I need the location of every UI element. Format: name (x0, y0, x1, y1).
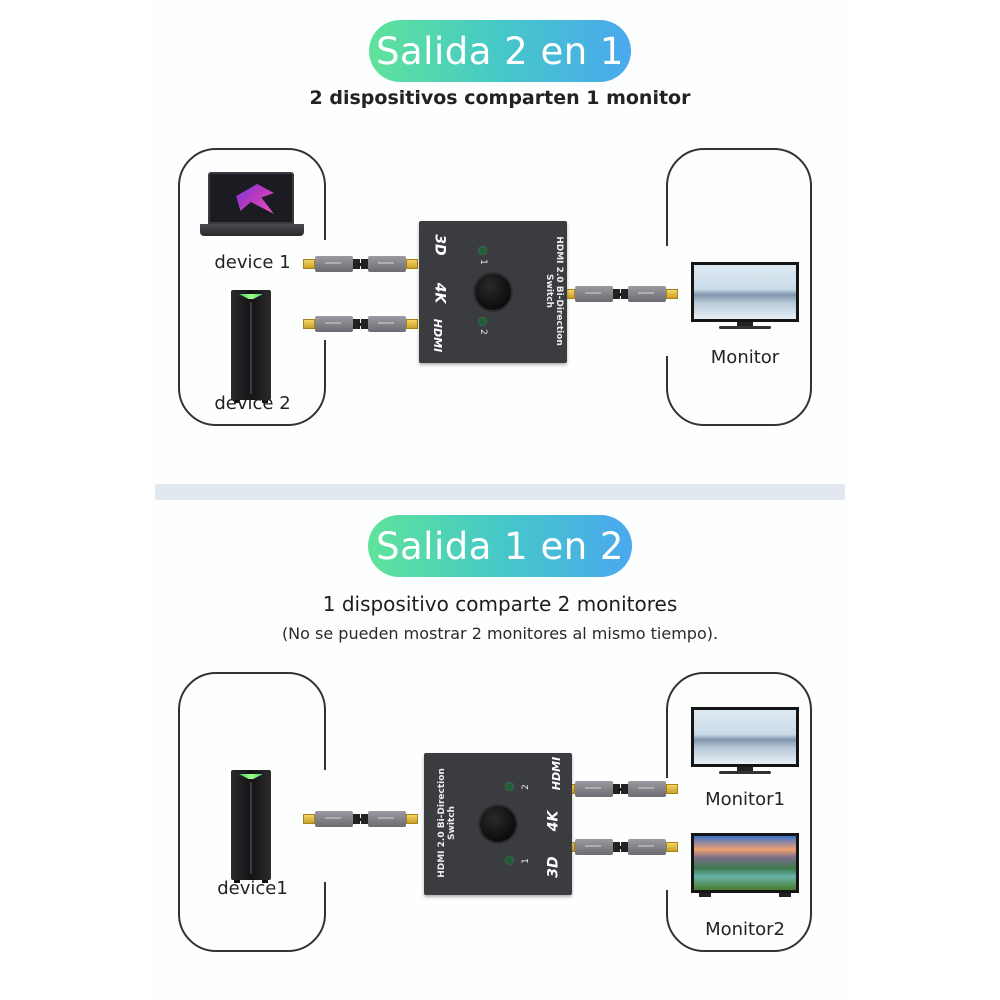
switch-title: HDMI 2.0 Bi-Direction (436, 768, 447, 878)
port-2-number: 2 (477, 329, 488, 335)
port-2-number: 2 (520, 784, 531, 790)
switch-toggle-button[interactable] (475, 274, 511, 310)
switch-subtitle: Switch (543, 274, 554, 308)
output-devices-frame (664, 148, 812, 426)
hdmi-cable-device-1 (303, 255, 418, 273)
monitor-1-label: Monitor1 (705, 789, 785, 810)
3d-badge: 3D (431, 234, 448, 256)
monitor-label: Monitor (710, 347, 780, 368)
hdmi-cable-device-2 (303, 315, 418, 333)
device-1-label: device 1 (214, 252, 291, 273)
monitor-icon (691, 262, 799, 330)
output-devices-frame (664, 672, 812, 952)
hdmi-logo: HDMI (550, 756, 564, 791)
section-title-badge: Salida 2 en 1 (369, 20, 631, 82)
port-1-number: 1 (520, 858, 531, 864)
switch-title: HDMI 2.0 Bi-Direction (553, 236, 564, 346)
switch-toggle-button[interactable] (480, 806, 516, 842)
hdmi-logo: HDMI (431, 318, 445, 353)
port-1-number: 1 (477, 259, 488, 265)
section-subtitle: 1 dispositivo comparte 2 monitores (322, 592, 678, 616)
port-1-led (506, 857, 513, 864)
pc-tower-icon (231, 290, 271, 403)
section-note: (No se pueden mostrar 2 monitores al mis… (281, 624, 719, 643)
section-separator (155, 484, 845, 500)
section-subtitle: 2 dispositivos comparten 1 monitor (309, 87, 691, 109)
input-devices-frame (178, 148, 328, 426)
4k-badge: 4K (545, 810, 562, 832)
hdmi-cable-monitor-2 (563, 838, 678, 856)
3d-badge: 3D (545, 856, 562, 878)
hdmi-cable-monitor-1 (563, 780, 678, 798)
section-title-badge: Salida 1 en 2 (368, 515, 632, 577)
hdmi-switch-device: HDMI 2.0 Bi-Direction Switch 1 2 3D 4K H… (419, 221, 567, 363)
monitor-2-label: Monitor2 (705, 919, 785, 940)
monitor-2-icon (691, 833, 799, 901)
switch-subtitle: Switch (446, 806, 457, 840)
monitor-1-icon (691, 707, 799, 775)
hdmi-cable-monitor (563, 285, 678, 303)
hdmi-switch-device: HDMI 2.0 Bi-Direction Switch 2 1 3D 4K H… (424, 753, 572, 895)
laptop-icon (200, 172, 304, 236)
hdmi-cable-device-1 (303, 810, 418, 828)
port-2-led (506, 783, 513, 790)
pc-tower-icon (231, 770, 271, 883)
device-2-label: device 2 (214, 393, 291, 414)
port-1-led (479, 247, 486, 254)
device-1-label: device1 (217, 878, 288, 899)
4k-badge: 4K (431, 282, 448, 304)
port-2-led (479, 318, 486, 325)
